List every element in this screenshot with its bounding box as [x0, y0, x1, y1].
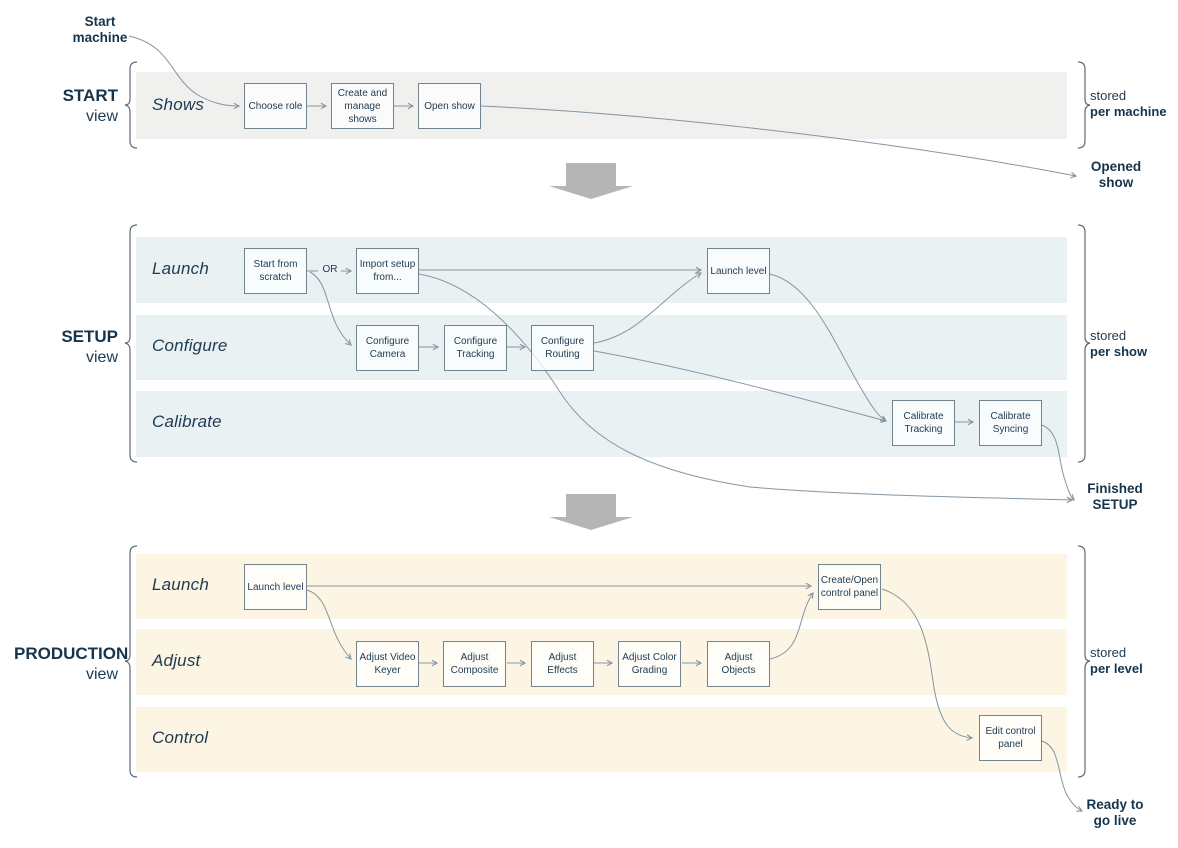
node-adjust-objects: Adjust Objects	[707, 641, 770, 687]
edge-createopen-to-editpanel	[881, 588, 974, 741]
node-configure-routing: Configure Routing	[531, 325, 594, 371]
or-label: OR	[322, 264, 338, 275]
production-title: PRODUCTION	[14, 644, 129, 663]
brace-right-production	[1077, 545, 1091, 778]
brace-left-start	[124, 61, 138, 149]
node-configure-camera: Configure Camera	[356, 325, 419, 371]
section-title-setup: SETUP view	[14, 326, 118, 368]
brace-left-setup	[124, 224, 138, 463]
annotation-finished-setup: Finished SETUP	[1087, 481, 1143, 512]
annotation-ready-to-go-live: Ready to go live	[1086, 797, 1144, 828]
node-adjust-composite: Adjust Composite	[443, 641, 506, 687]
stored-per-machine: stored per machine	[1090, 88, 1178, 121]
node-adjust-video-keyer: Adjust Video Keyer	[356, 641, 419, 687]
production-subtitle: view	[85, 665, 118, 683]
brace-right-start	[1077, 61, 1091, 149]
stored-per-show: stored per show	[1090, 328, 1178, 361]
band-label-configure: Configure	[152, 336, 228, 355]
band-setup-configure	[136, 315, 1067, 380]
stored-per-level: stored per level	[1090, 645, 1178, 678]
stored-scope-machine: per machine	[1090, 104, 1167, 120]
node-production-launch-level: Launch level	[244, 564, 307, 610]
band-production-control	[136, 707, 1067, 772]
down-arrow-start-to-setup	[549, 163, 633, 199]
setup-subtitle: view	[85, 348, 118, 366]
stored-label: stored	[1090, 645, 1127, 660]
node-edit-control-panel: Edit control panel	[979, 715, 1042, 761]
node-adjust-effects: Adjust Effects	[531, 641, 594, 687]
node-create-open-control-panel: Create/Open control panel	[818, 564, 881, 610]
band-label-setup-launch: Launch	[152, 259, 209, 278]
down-arrow-setup-to-production	[549, 494, 633, 530]
setup-title: SETUP	[61, 327, 118, 346]
band-label-production-launch: Launch	[152, 575, 209, 594]
stored-scope-show: per show	[1090, 344, 1148, 360]
edge-calsyncing-to-finished-setup	[1041, 424, 1075, 501]
band-production-adjust	[136, 629, 1067, 695]
edge-open-show-to-opened-show	[480, 105, 1078, 179]
brace-left-production	[124, 545, 138, 778]
node-create-manage-shows: Create and manage shows	[331, 83, 394, 129]
brace-right-setup	[1077, 224, 1091, 463]
node-calibrate-syncing: Calibrate Syncing	[979, 400, 1042, 446]
node-configure-tracking: Configure Tracking	[444, 325, 507, 371]
edge-import-to-finished-setup	[418, 273, 1074, 504]
band-label-calibrate: Calibrate	[152, 412, 222, 431]
node-calibrate-tracking: Calibrate Tracking	[892, 400, 955, 446]
stored-label: stored	[1090, 328, 1127, 343]
node-setup-launch-level: Launch level	[707, 248, 770, 294]
edge-routing-to-launch-level	[593, 272, 703, 344]
annotation-opened-show: Opened show	[1090, 159, 1142, 190]
stored-scope-level: per level	[1090, 661, 1143, 677]
annotation-start-machine: Start machine	[72, 14, 128, 45]
start-subtitle: view	[85, 107, 118, 125]
edge-scratch-to-configure-camera	[309, 271, 352, 346]
band-label-control: Control	[152, 728, 209, 747]
edge-launchlevel-to-videokeyer	[306, 589, 352, 660]
stored-label: stored	[1090, 88, 1127, 103]
node-start-from-scratch: Start from scratch	[244, 248, 307, 294]
edge-start-machine-to-choose-role	[128, 35, 241, 110]
edge-editpanel-to-ready	[1041, 740, 1084, 812]
node-import-setup-from: Import setup from...	[356, 248, 419, 294]
edge-launch-level-to-calibrate-tracking	[769, 273, 887, 422]
edge-routing-to-calibrate-tracking	[593, 350, 888, 423]
edge-objects-to-createopen	[769, 592, 814, 660]
node-choose-role: Choose role	[244, 83, 307, 129]
band-label-adjust: Adjust	[152, 651, 201, 670]
band-label-shows: Shows	[152, 95, 205, 114]
section-title-start: START view	[14, 85, 118, 127]
start-title: START	[62, 86, 118, 105]
node-open-show: Open show	[418, 83, 481, 129]
node-adjust-color-grading: Adjust Color Grading	[618, 641, 681, 687]
section-title-production: PRODUCTION view	[14, 643, 129, 685]
